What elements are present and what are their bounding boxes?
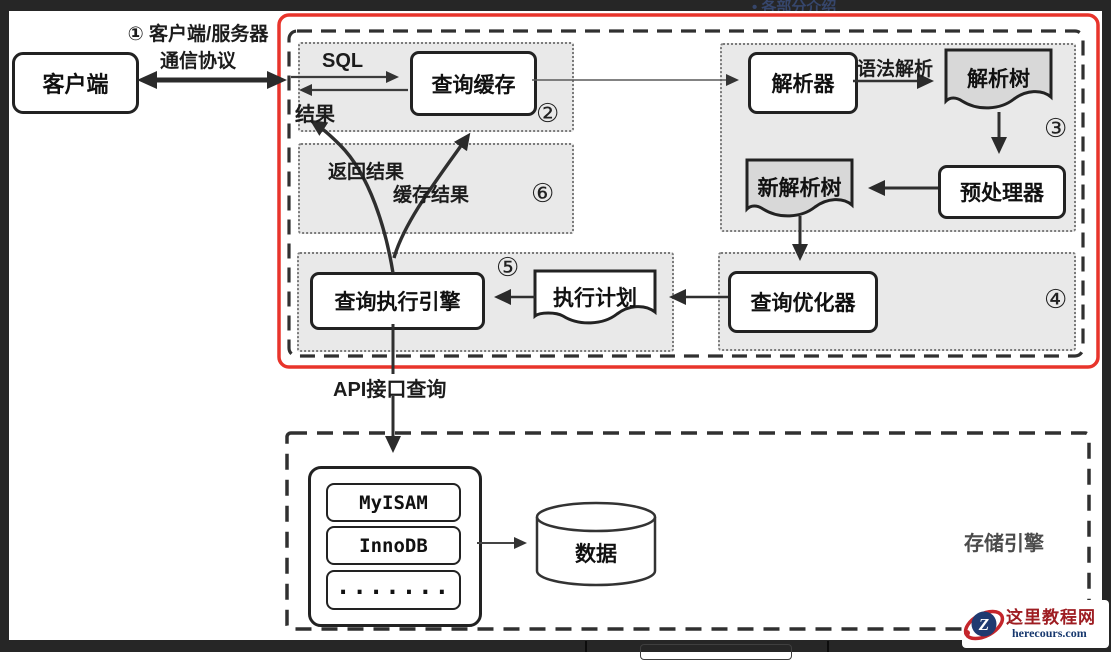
query-engine-label: 查询执行引擎 <box>334 291 461 314</box>
step-3-badge: ③ <box>1044 114 1068 144</box>
sql-label: SQL <box>322 50 364 72</box>
engine-others-label: ....... <box>335 572 452 600</box>
query-cache-node: 查询缓存 <box>410 51 537 116</box>
bottom-edge-strip <box>0 640 1111 660</box>
parser-node: 解析器 <box>748 52 858 114</box>
step-5-badge: ⑤ <box>496 253 520 283</box>
data-cylinder-top <box>535 501 657 533</box>
svg-text:Z: Z <box>978 615 989 634</box>
step-4-badge: ④ <box>1044 285 1068 315</box>
query-cache-label: 查询缓存 <box>431 73 516 97</box>
step-2-badge: ② <box>536 99 560 129</box>
data-label: 数据 <box>575 543 617 566</box>
cache-result-label: 缓存结果 <box>393 185 470 206</box>
watermark-site-name: 这里教程网 <box>1006 608 1096 627</box>
preprocessor-label: 预处理器 <box>960 182 1044 205</box>
engine-others: ....... <box>326 570 461 610</box>
syntax-parse-label: 语法解析 <box>857 59 934 80</box>
client-label: 客户端 <box>42 72 109 97</box>
step-6-badge: ⑥ <box>531 179 555 209</box>
storage-engine-title: 存储引擎 <box>964 533 1044 555</box>
engine-innodb-label: InnoDB <box>359 534 428 557</box>
protocol-label-line1: ① 客户端/服务器 <box>127 24 269 45</box>
top-edge-strip: • 各部分介绍 <box>0 0 1111 11</box>
right-edge-strip <box>1102 0 1111 652</box>
query-optimizer-label: 查询优化器 <box>750 292 856 315</box>
client-node: 客户端 <box>12 52 139 114</box>
parser-label: 解析器 <box>771 73 835 96</box>
arrowhead-left-icon <box>137 71 157 89</box>
api-query-label: API接口查询 <box>333 379 447 401</box>
watermark-site-url[interactable]: herecours.com <box>1012 626 1087 640</box>
query-engine-node: 查询执行引擎 <box>310 272 485 330</box>
parse-tree-label: 解析树 <box>967 68 1030 91</box>
engine-myisam: MyISAM <box>326 483 461 522</box>
result-label: 结果 <box>295 104 335 126</box>
taskbar-hint <box>640 644 792 660</box>
taskbar-divider <box>585 641 587 652</box>
engine-innodb: InnoDB <box>326 526 461 565</box>
clipped-bullet-text: • 各部分介绍 <box>752 0 837 11</box>
engine-myisam-label: MyISAM <box>359 491 428 514</box>
taskbar-divider <box>827 641 829 652</box>
query-optimizer-node: 查询优化器 <box>728 271 878 333</box>
protocol-label-line2: 通信协议 <box>159 51 236 72</box>
watermark-logo-icon: Z <box>963 609 1005 641</box>
execution-plan-label: 执行计划 <box>553 287 637 310</box>
left-edge-strip <box>0 0 9 652</box>
preprocessor-node: 预处理器 <box>938 165 1066 219</box>
watermark[interactable]: Z 这里教程网 herecours.com <box>962 600 1109 648</box>
arrowhead-right-icon <box>267 71 287 89</box>
new-parse-tree-label: 新解析树 <box>757 177 842 200</box>
